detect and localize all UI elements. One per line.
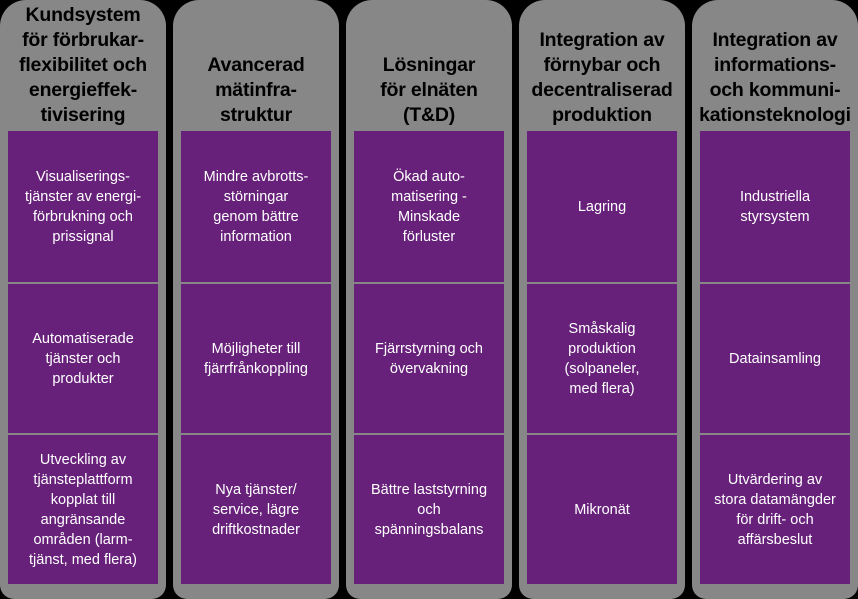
column-customer-systems: Kundsystem för förbrukar- flexibilitet o… [0, 0, 166, 599]
grid-cell: Fjärrstyrning och övervakning [354, 284, 504, 433]
grid-cell: Mindre avbrotts- störningar genom bättre… [181, 131, 331, 282]
grid-cell: Lagring [527, 131, 677, 282]
grid-cell: Möjligheter till fjärrfrånkoppling [181, 284, 331, 433]
grid-cell: Småskalig produktion (solpaneler, med fl… [527, 284, 677, 433]
grid-cell: Industriella styrsystem [700, 131, 850, 282]
grid-cell: Ökad auto- matisering - Minskade förlust… [354, 131, 504, 282]
column-grid-solutions: Lösningar för elnäten (T&D) Ökad auto- m… [346, 0, 512, 599]
column-metering-infrastructure: Avancerad mätinfra- struktur Mindre avbr… [173, 0, 339, 599]
grid-cell: Utvärdering av stora datamängder för dri… [700, 435, 850, 584]
grid-cell: Datainsamling [700, 284, 850, 433]
grid-cell: Mikronät [527, 435, 677, 584]
grid-cell: Automatiserade tjänster och produkter [8, 284, 158, 433]
grid-cell: Nya tjänster/ service, lägre driftkostna… [181, 435, 331, 584]
grid-cell: Utveckling av tjänsteplattform kopplat t… [8, 435, 158, 584]
column-title: Integration av förnybar och decentralise… [531, 29, 673, 126]
grid-cell: Visualiserings- tjänster av energi- förb… [8, 131, 158, 282]
column-title: Kundsystem för förbrukar- flexibilitet o… [19, 4, 147, 126]
grid-cell: Bättre laststyrning och spänningsbalans [354, 435, 504, 584]
column-title: Avancerad mätinfra- struktur [207, 54, 305, 126]
column-title: Lösningar för elnäten (T&D) [380, 54, 478, 126]
column-title: Integration av informations- och kommuni… [699, 29, 851, 126]
column-renewable-integration: Integration av förnybar och decentralise… [519, 0, 685, 599]
column-ict-integration: Integration av informations- och kommuni… [692, 0, 858, 599]
